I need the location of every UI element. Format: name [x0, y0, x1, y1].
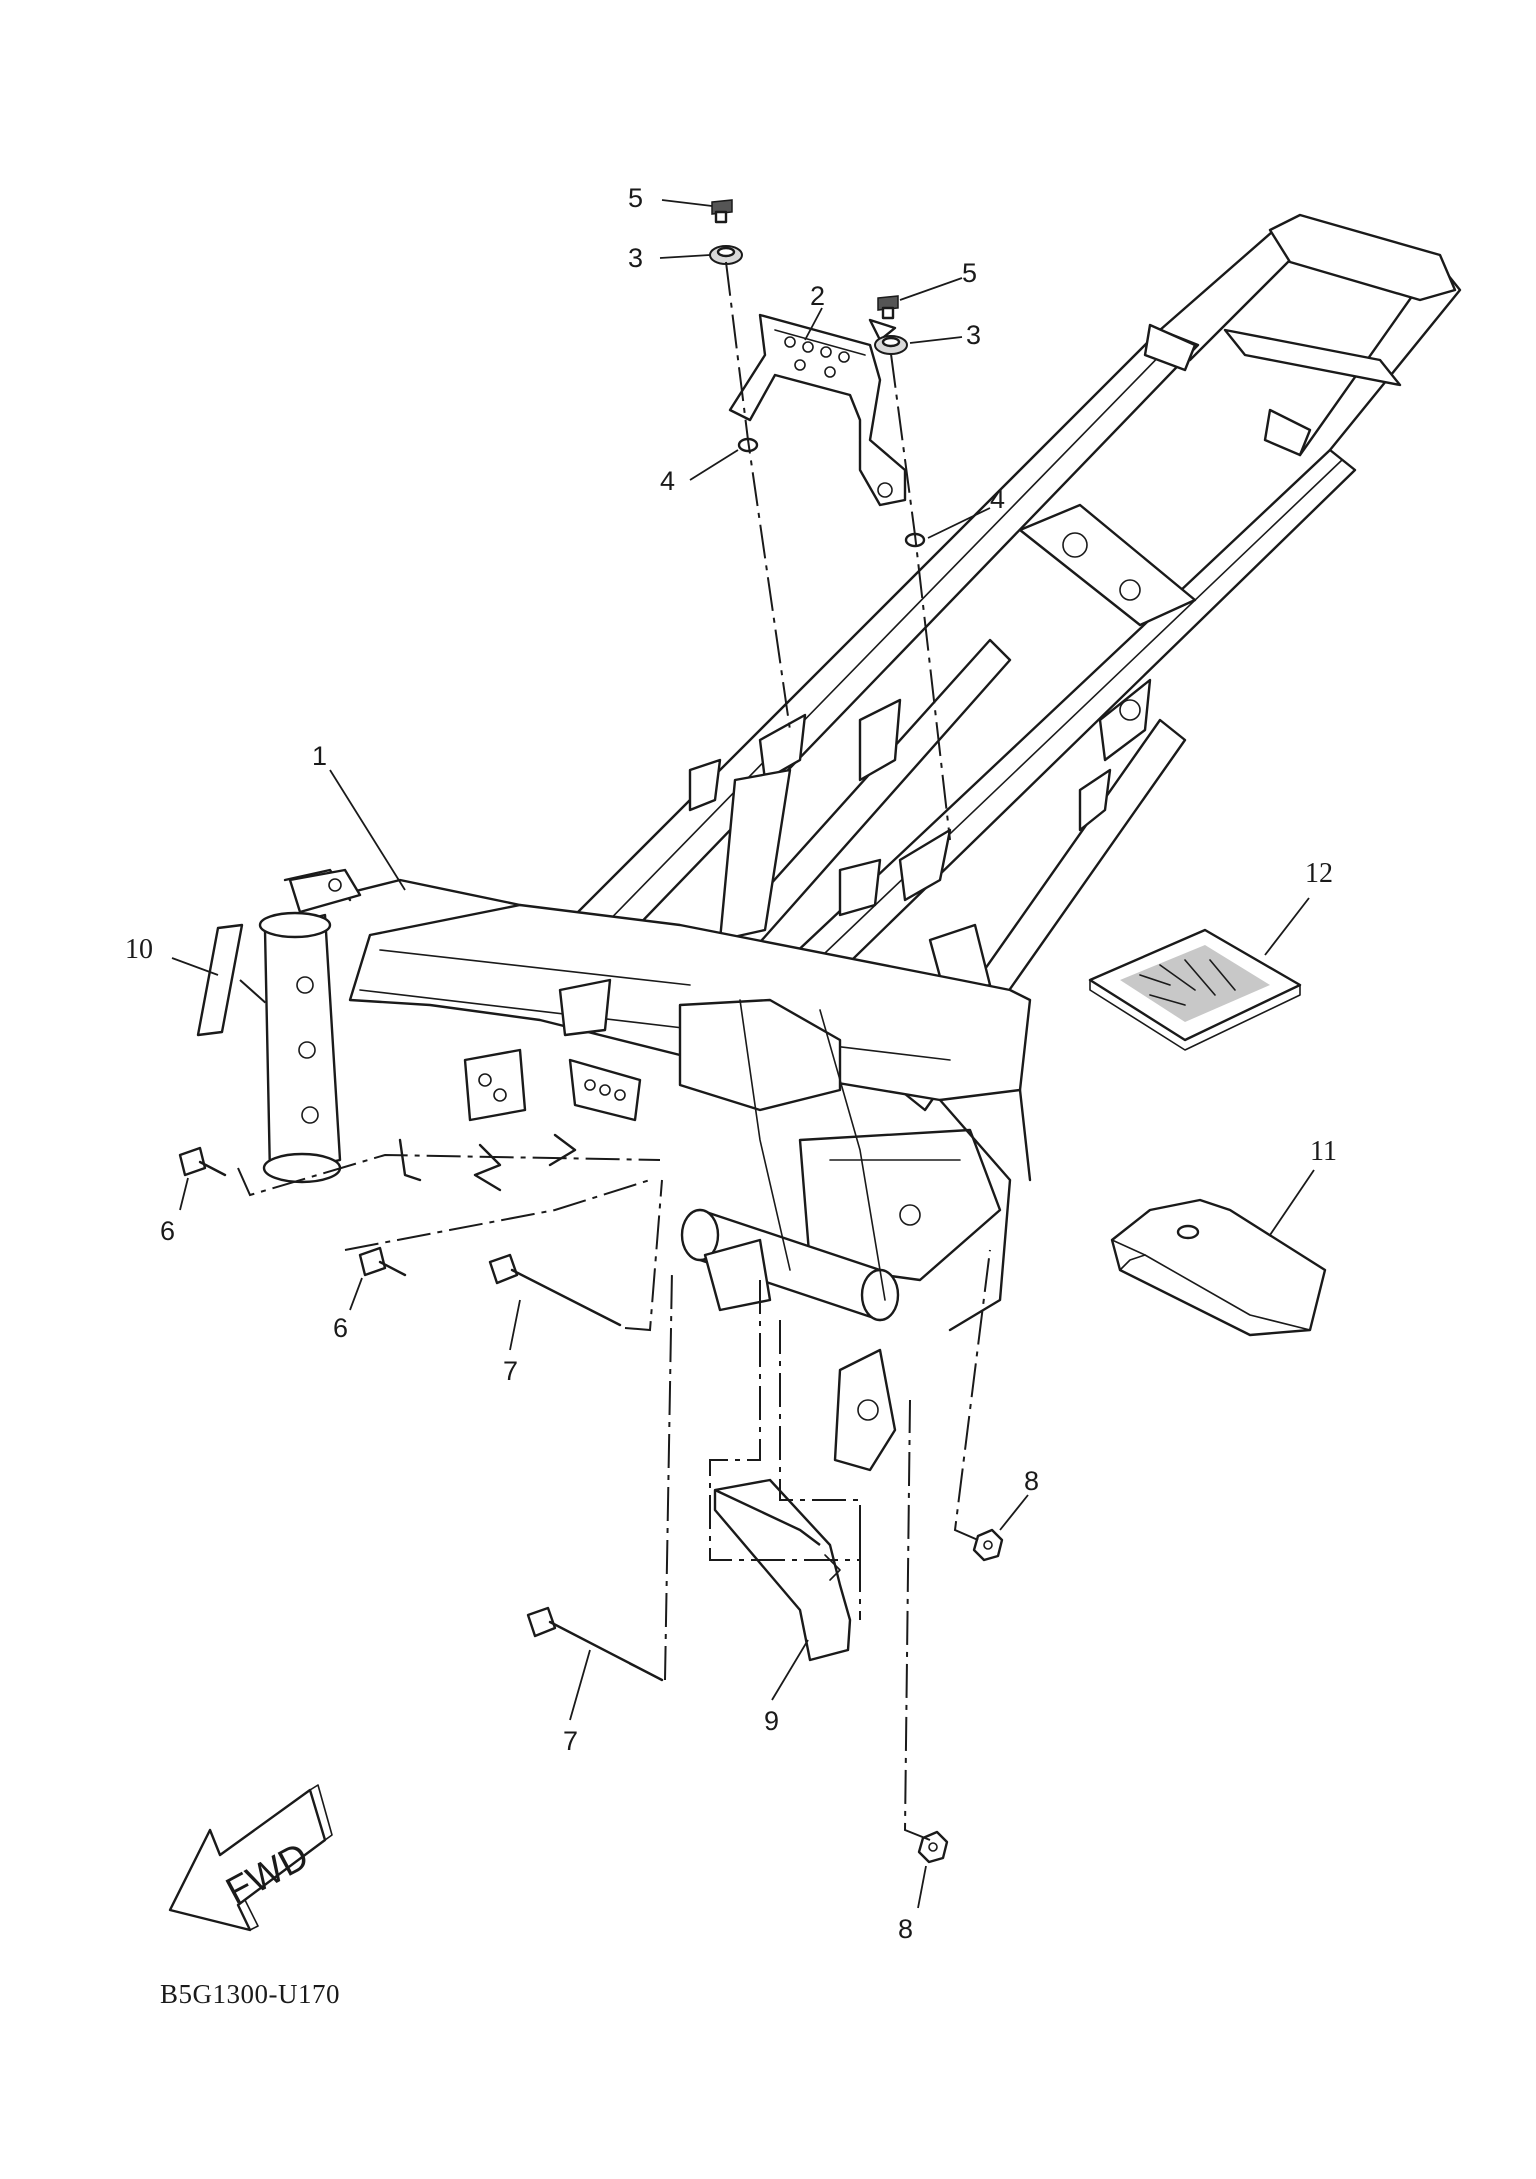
- fwd-arrow-icon: FWD: [168, 1784, 333, 1932]
- callout-6: 6: [160, 1216, 175, 1246]
- callout-9: 9: [764, 1706, 779, 1736]
- cover-icon[interactable]: [1110, 1198, 1327, 1337]
- callout-11: 11: [1310, 1136, 1337, 1167]
- alignment-lines: [237, 261, 991, 1841]
- callout-12: 12: [1305, 858, 1333, 889]
- bracket-icon[interactable]: [728, 313, 907, 507]
- bolt-icon[interactable]: [711, 199, 899, 320]
- callout-2: 2: [810, 281, 825, 311]
- callout-8: 8: [898, 1914, 913, 1944]
- callout-5: 5: [962, 258, 977, 288]
- callout-10: 10: [125, 934, 153, 965]
- callout-7: 7: [503, 1356, 518, 1386]
- plate-icon[interactable]: [713, 1478, 852, 1662]
- callout-1: 1: [312, 741, 327, 771]
- callout-3: 3: [966, 320, 981, 350]
- callout-3: 3: [628, 243, 643, 273]
- damper-icon[interactable]: [709, 245, 908, 355]
- leader-lines: [171, 199, 1315, 1909]
- diagram-code: B5G1300-U170: [160, 1979, 340, 2009]
- frame-icon[interactable]: [258, 213, 1462, 1472]
- callout-4: 4: [660, 466, 675, 496]
- callout-7: 7: [563, 1726, 578, 1756]
- bolt-icon[interactable]: [178, 1146, 407, 1277]
- callout-8: 8: [1024, 1466, 1039, 1496]
- callout-5: 5: [628, 183, 643, 213]
- pad-icon[interactable]: [1088, 928, 1302, 1051]
- callout-4: 4: [990, 484, 1005, 514]
- callout-6: 6: [333, 1313, 348, 1343]
- label-icon[interactable]: [196, 923, 244, 1037]
- nut-icon[interactable]: [917, 1528, 1004, 1864]
- long-bolt-icon[interactable]: [488, 1253, 664, 1682]
- callout-labels: 5 3 2 5 3 4 4 1 10 12 11 6 6 7 7 8 9 8: [125, 183, 1337, 1944]
